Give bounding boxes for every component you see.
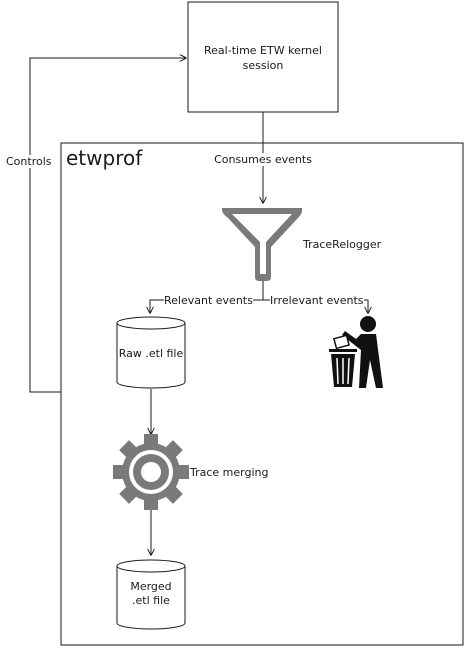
funnel-icon: [221, 208, 303, 281]
merged-file-line1: Merged: [130, 580, 172, 593]
session-box-label: Real-time ETW kernel session: [188, 43, 338, 73]
raw-file-cylinder: [116, 316, 186, 389]
etwprof-container: [60, 142, 464, 646]
relevant-label: Relevant events: [164, 294, 253, 307]
merged-file-line2: .etl file: [132, 594, 170, 607]
controls-arrow: [29, 58, 186, 393]
trace-merging-label: Trace merging: [190, 466, 269, 479]
merged-file-label: Merged .etl file: [117, 580, 185, 608]
merged-file-cylinder: [116, 559, 186, 630]
trash-person-icon: [329, 316, 383, 388]
session-box: [187, 1, 339, 113]
relogger-label: TraceRelogger: [303, 238, 382, 251]
consumes-label: Consumes events: [214, 153, 312, 166]
raw-file-label: Raw .etl file: [118, 347, 184, 360]
session-box-line2: session: [242, 59, 284, 72]
session-box-line1: Real-time ETW kernel: [204, 44, 322, 57]
gear-icon: [113, 434, 189, 510]
controls-label: Controls: [6, 155, 52, 168]
container-title: etwprof: [66, 146, 143, 170]
irrelevant-label: Irrelevant events: [270, 294, 364, 307]
